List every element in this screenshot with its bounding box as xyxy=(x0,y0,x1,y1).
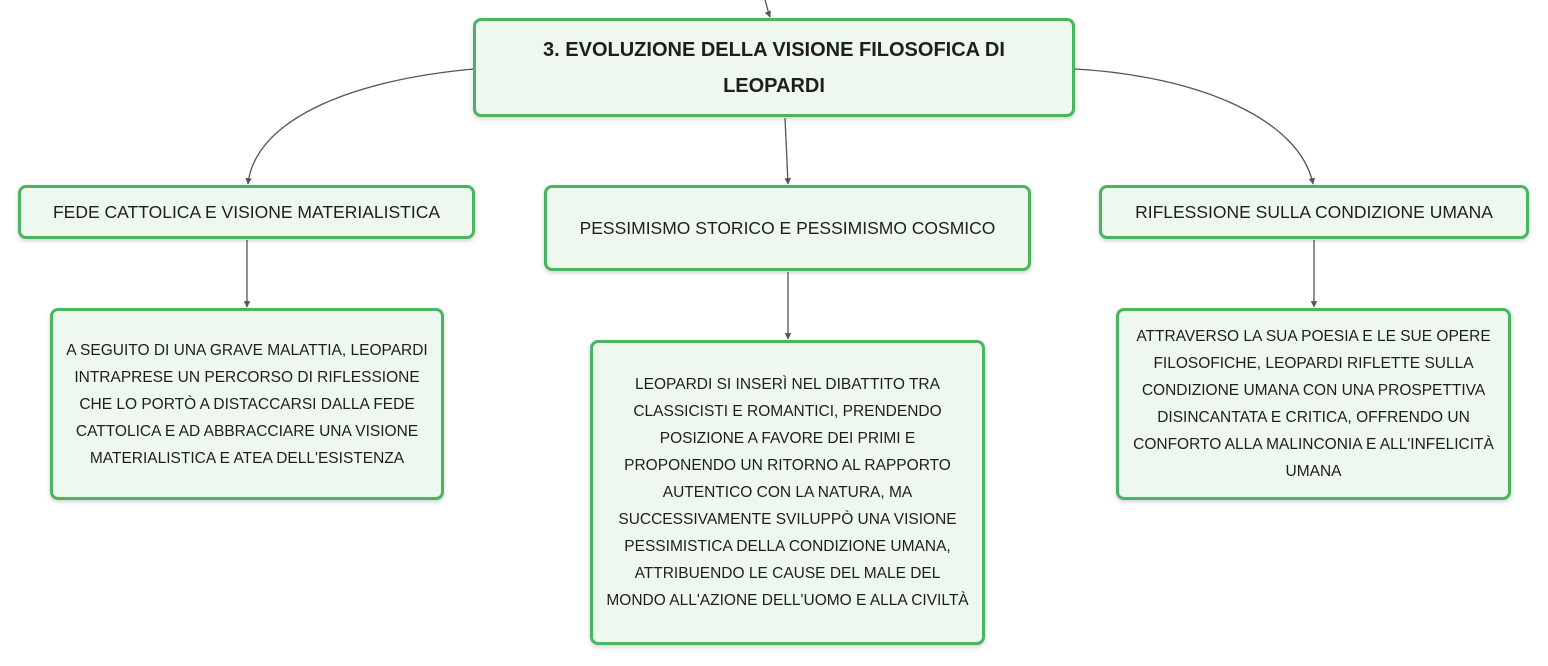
subtopic-fede-cattolica-detail[interactable]: A SEGUITO DI UNA GRAVE MALATTIA, LEOPARD… xyxy=(50,308,444,500)
topic-fede-cattolica-label: FEDE CATTOLICA E VISIONE MATERIALISTICA xyxy=(52,201,441,222)
subtopic-riflessione-text: ATTRAVERSO LA SUA POESIA E LE SUE OPERE … xyxy=(1133,328,1494,480)
subtopic-pessimismo-detail[interactable]: LEOPARDI SI INSERÌ NEL DIBATTITO TRA CLA… xyxy=(590,340,985,645)
topic-riflessione-condizione-umana[interactable]: RIFLESSIONE SULLA CONDIZIONE UMANA xyxy=(1099,185,1529,239)
root-topic-node[interactable]: 3. EVOLUZIONE DELLA VISIONE FILOSOFICA D… xyxy=(473,18,1075,117)
connector-parent-to-root xyxy=(764,0,771,18)
connector-root-to-fede xyxy=(245,68,475,185)
topic-pessimismo-label: PESSIMISMO STORICO E PESSIMISMO COSMICO xyxy=(579,217,996,238)
topic-riflessione-label: RIFLESSIONE SULLA CONDIZIONE UMANA xyxy=(1135,201,1493,222)
subtopic-pessimismo-text: LEOPARDI SI INSERÌ NEL DIBATTITO TRA CLA… xyxy=(606,376,969,609)
connector-root-to-riflessione xyxy=(1074,68,1316,185)
topic-fede-cattolica[interactable]: FEDE CATTOLICA E VISIONE MATERIALISTICA xyxy=(18,185,475,239)
root-topic-label: 3. EVOLUZIONE DELLA VISIONE FILOSOFICA D… xyxy=(543,38,1005,97)
topic-pessimismo[interactable]: PESSIMISMO STORICO E PESSIMISMO COSMICO xyxy=(544,185,1031,271)
subtopic-fede-cattolica-text: A SEGUITO DI UNA GRAVE MALATTIA, LEOPARD… xyxy=(66,341,428,467)
connector-root-to-pessimismo xyxy=(784,117,792,185)
subtopic-riflessione-detail[interactable]: ATTRAVERSO LA SUA POESIA E LE SUE OPERE … xyxy=(1116,308,1511,500)
